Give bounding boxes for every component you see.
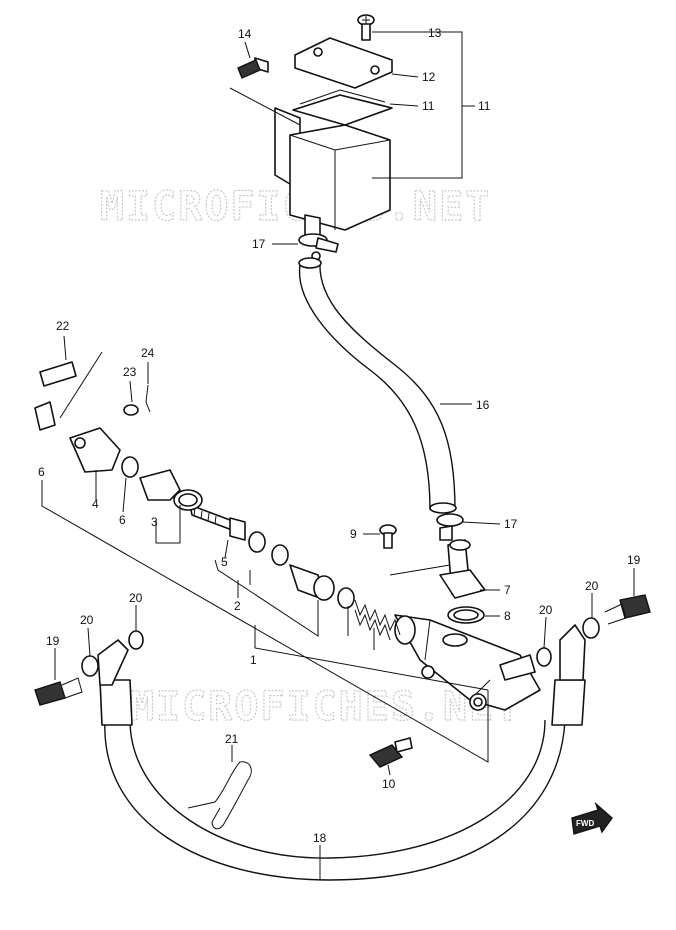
callout-19-left: 19	[46, 634, 60, 648]
bolt-15	[237, 57, 269, 79]
dust-boot	[139, 469, 203, 511]
return-spring	[354, 599, 401, 641]
clevis-pin	[39, 361, 77, 387]
callout-20-a: 20	[80, 613, 94, 627]
nut-6-top	[34, 401, 56, 431]
cotter-pin	[145, 384, 151, 413]
callout-20-d: 20	[585, 579, 599, 593]
reservoir-assembly	[274, 37, 393, 241]
callout-5: 5	[221, 555, 228, 569]
reservoir-hose	[298, 257, 457, 514]
clevis-group	[34, 361, 151, 478]
hose-clamp-top	[298, 233, 339, 261]
callout-23: 23	[123, 365, 137, 379]
callout-17-top: 17	[252, 237, 266, 251]
callout-11: 11	[478, 99, 491, 113]
watermark-bottom: MICROFICHES.NET	[130, 684, 521, 730]
callout-16: 16	[476, 398, 490, 412]
master-cylinder-body	[394, 614, 541, 711]
callout-2: 2	[234, 599, 241, 613]
leader-lines	[41, 31, 635, 880]
piston-assembly	[271, 544, 355, 609]
callout-24: 24	[141, 346, 155, 360]
callout-18: 18	[313, 831, 327, 845]
bolt-10	[368, 737, 413, 768]
callout-20-b: 20	[129, 591, 143, 605]
callout-20-c: 20	[539, 603, 553, 617]
washer-20-d	[536, 647, 552, 667]
callout-8: 8	[504, 609, 511, 623]
callout-19-right: 19	[627, 553, 641, 567]
diaphragm-plate	[292, 94, 393, 126]
washer-20-a	[81, 655, 99, 677]
callout-15: 14	[238, 27, 252, 41]
callout-3: 3	[151, 515, 158, 529]
clevis	[69, 427, 121, 473]
callout-22: 22	[56, 319, 70, 333]
callout-10: 10	[382, 777, 396, 791]
callout-9: 9	[350, 527, 357, 541]
callout-13: 12	[422, 70, 436, 84]
washer-20-b	[128, 630, 144, 650]
callout-14: 13	[428, 26, 442, 40]
callout-labels: 13 12 11 11 14 17 16 17 9 7 8 22 23 24 6…	[38, 26, 641, 845]
banjo-bolt-left	[34, 630, 144, 706]
banjo-bolt-right	[536, 594, 651, 667]
pushrod	[189, 504, 266, 553]
hose-connector	[439, 539, 486, 624]
hose-clamp-bottom	[436, 513, 464, 541]
reservoir-cap	[294, 37, 393, 89]
callout-4: 4	[92, 497, 99, 511]
lock-nut	[121, 456, 139, 478]
fwd-arrow: FWD	[571, 801, 613, 835]
screw-14	[357, 14, 375, 41]
callout-21: 21	[225, 732, 239, 746]
screw-9	[379, 524, 397, 549]
callout-7: 7	[504, 583, 511, 597]
callout-6-mid: 6	[119, 513, 126, 527]
callout-6-left: 6	[38, 465, 45, 479]
callout-17-bottom: 17	[504, 517, 518, 531]
clutch-hose	[97, 624, 586, 881]
hose-clip	[187, 761, 252, 830]
callout-12: 11	[422, 99, 435, 113]
washer-20-c	[582, 617, 600, 639]
callout-1: 1	[250, 653, 257, 667]
washer-23	[123, 404, 139, 416]
fwd-label: FWD	[576, 819, 594, 828]
